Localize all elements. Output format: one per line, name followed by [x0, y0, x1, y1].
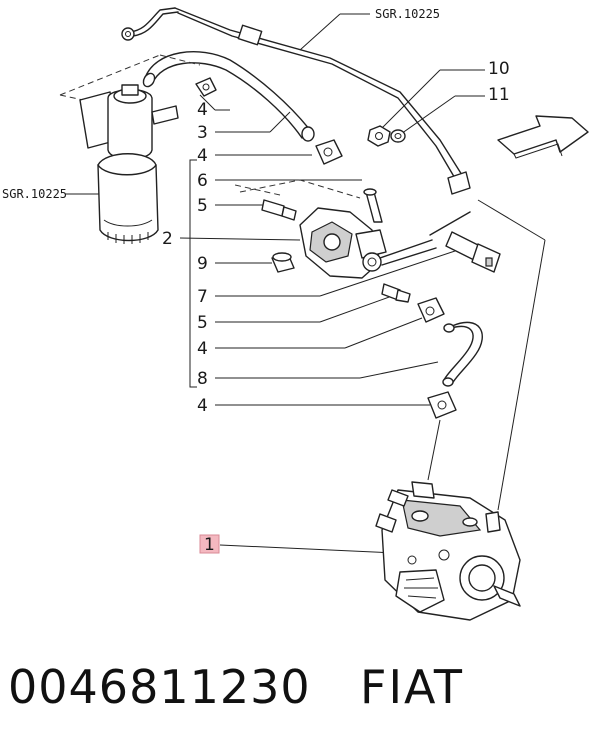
- clamp-4-top: [195, 77, 217, 97]
- nut-10: [367, 125, 391, 147]
- direction-arrow: [497, 115, 589, 159]
- high-pressure-pump: [375, 481, 521, 621]
- assembly-lines: [427, 199, 546, 511]
- label-4-b: 4: [197, 146, 208, 166]
- regulator-body: [234, 179, 471, 279]
- label-6: 6: [197, 171, 208, 191]
- brand-name: FIAT: [360, 660, 465, 714]
- clamp-4-b: [315, 139, 343, 165]
- washer-11: [390, 129, 406, 143]
- clamp-4-d: [427, 391, 457, 419]
- label-4-d: 4: [197, 396, 208, 416]
- label-4-a: 4: [197, 100, 208, 120]
- label-4-c: 4: [197, 339, 208, 359]
- highlight-box-1: [199, 534, 220, 554]
- plug-9: [271, 252, 295, 273]
- label-5-b: 5: [197, 313, 208, 333]
- label-10: 10: [488, 59, 510, 79]
- hose-3: [142, 51, 315, 142]
- sensor-7: [445, 231, 501, 273]
- fitting-5-b: [381, 283, 411, 303]
- bolt-6: [363, 188, 383, 223]
- label-9: 9: [197, 254, 208, 274]
- leader-lines: [65, 13, 485, 554]
- label-1: 1: [204, 535, 215, 555]
- label-3: 3: [197, 123, 208, 143]
- group-bracket: [189, 159, 197, 388]
- label-sgr-top: SGR.10225: [375, 7, 440, 21]
- label-2: 2: [162, 229, 173, 249]
- fuel-line-upper: [121, 7, 471, 195]
- fitting-5-a: [261, 199, 297, 221]
- footer: 0046811230 FIAT: [0, 660, 600, 730]
- clamp-4-c: [417, 297, 445, 323]
- label-7: 7: [197, 287, 208, 307]
- part-number: 0046811230: [8, 660, 311, 714]
- label-5-a: 5: [197, 196, 208, 216]
- fuel-filter: [59, 54, 201, 244]
- label-sgr-left: SGR.10225: [2, 187, 67, 201]
- label-11: 11: [488, 85, 510, 105]
- label-8: 8: [197, 369, 208, 389]
- hose-8: [442, 321, 483, 387]
